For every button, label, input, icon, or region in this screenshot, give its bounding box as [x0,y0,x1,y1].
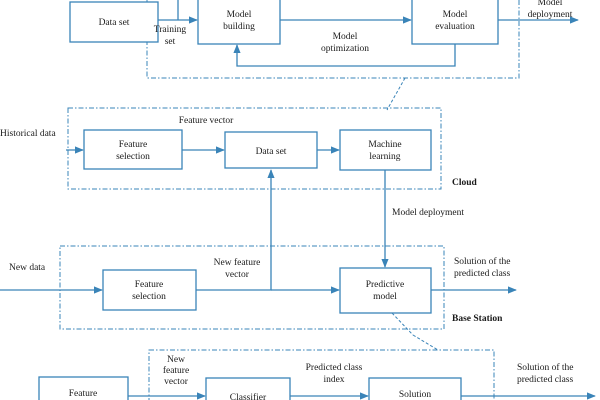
base-feature-selection-label-2: selection [132,292,166,302]
optimization-feedback-arrow [233,44,456,67]
machine-learning-box [339,129,432,171]
training-set-label-1: Training [154,25,187,35]
cloud-deployment-label: Model deployment [392,208,464,218]
base-solution-label-1: Solution of the [454,256,510,267]
device-zone: Feature selection New feature vector Cla… [38,349,596,400]
training-pipeline: Data set Model building Model evaluation… [69,0,579,79]
base-station-zone-border [59,245,445,330]
new-data-label: New data [9,263,46,273]
base-station-zone-label: Base Station [452,314,503,324]
machine-learning-label-2: learning [369,152,400,162]
model-building-box [197,0,281,45]
cloud-zone-label: Cloud [452,178,478,188]
base-new-feature-vector-label-1: New feature [214,257,261,268]
base-feature-selection-box [102,269,197,311]
cloud-feature-selection-label-1: Feature [119,140,148,150]
predictive-model-label-1: Predictive [366,280,405,290]
device-feature-selection-label-1: Feature [69,389,98,399]
base-station-zone: Base Station New data Feature selection … [0,245,517,330]
predictive-model-box [339,267,432,314]
cloud-data-set-label: Data set [256,147,287,157]
predicted-class-index-label-2: index [323,375,344,385]
cloud-feature-selection-label-2: selection [116,152,150,162]
predicted-class-index-label-1: Predicted class [306,363,363,373]
predictive-model-label-2: model [373,292,397,302]
base-new-feature-vector-label-2: vector [225,270,250,280]
device-solution-label-2: predicted class [517,375,573,385]
base-feature-selection-label-1: Feature [135,280,164,290]
base-to-device-link-2 [412,334,439,351]
top-data-set-box [69,1,159,43]
top-data-set-label: Data set [99,18,130,28]
top-deployment-label-1: Model [538,0,563,8]
device-new-feature-vector-label-1: New [167,355,185,365]
training-set-label-2: set [165,37,176,47]
cloud-data-set-box [224,131,318,169]
machine-learning-label-1: Machine [368,140,401,150]
device-zone-border [148,349,495,400]
cloud-zone: Cloud Historical data Feature vector Fea… [0,107,478,190]
model-evaluation-label-2: evaluation [435,22,475,32]
top-deployment-label-2: deployment [528,10,573,20]
model-building-label-2: building [223,22,255,32]
model-optimization-label-2: optimization [321,44,369,54]
device-solution-label-1: Solution of the [517,362,573,373]
classifier-label: Classifier [230,392,267,400]
training-zone-border [146,0,520,79]
top-to-cloud-link [386,77,406,111]
device-new-feature-vector-label-3: vector [164,377,189,387]
model-optimization-label-1: Model [333,32,358,42]
base-to-device-link [391,312,414,336]
solution-label: Solution [399,390,431,400]
model-building-label-1: Model [227,10,252,20]
feature-vector-label: Feature vector [179,116,234,126]
device-new-feature-vector-label-2: feature [163,365,189,376]
historical-data-label: Historical data [0,129,56,139]
model-evaluation-label-1: Model [443,10,468,20]
base-solution-label-2: predicted class [454,269,510,279]
cloud-zone-border [67,107,442,190]
